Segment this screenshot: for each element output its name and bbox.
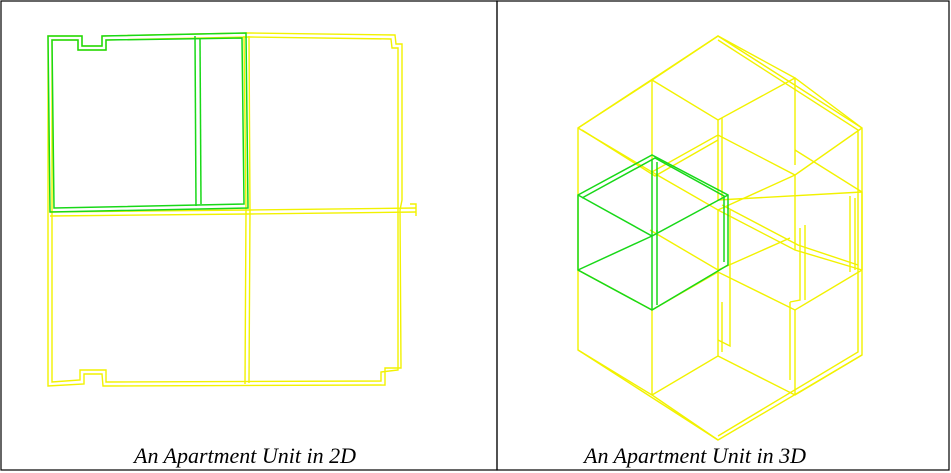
wireframe-middle-layer <box>649 149 863 300</box>
right-cell-border <box>496 0 950 471</box>
caption-2d: An Apartment Unit in 2D <box>132 443 356 468</box>
wireframe-highlighted-unit <box>577 154 729 311</box>
floor-plan-2d: An Apartment Unit in 2D <box>47 32 417 468</box>
plan-interior-walls <box>49 35 417 385</box>
plan-highlighted-unit <box>47 32 249 213</box>
wireframe-3d: An Apartment Unit in 3D <box>577 35 863 468</box>
caption-3d: An Apartment Unit in 3D <box>582 443 806 468</box>
wireframe-top-layer <box>577 35 863 211</box>
plan-outer-walls <box>47 32 403 387</box>
